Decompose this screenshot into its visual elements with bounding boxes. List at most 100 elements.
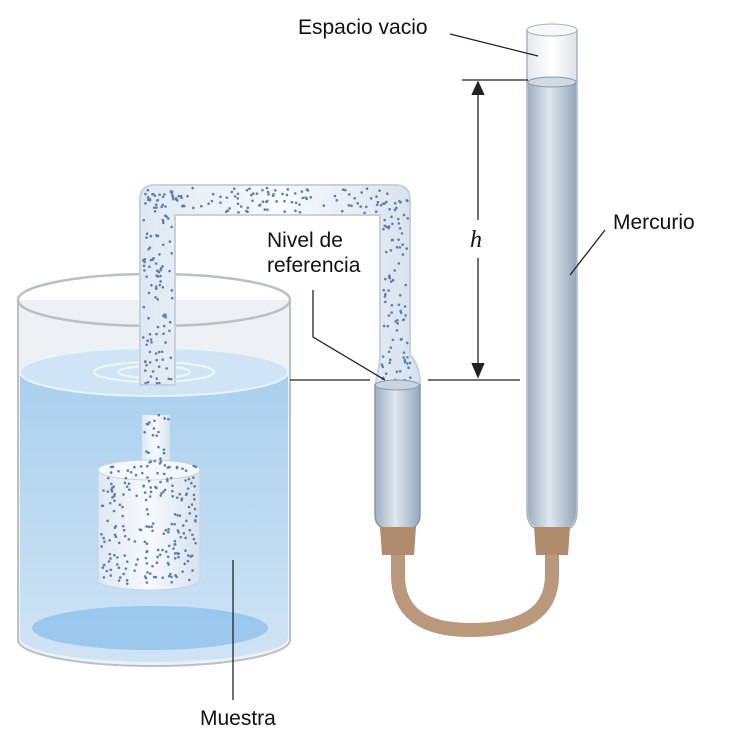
gas-particle: [186, 487, 190, 490]
gas-particle: [169, 377, 173, 381]
gas-particle: [146, 571, 149, 574]
gas-particle: [194, 541, 197, 545]
gas-particle: [397, 222, 401, 225]
gas-particle: [117, 469, 120, 473]
gas-particle: [144, 381, 147, 385]
gas-particle: [396, 217, 400, 221]
gas-particle: [397, 238, 400, 241]
gas-particle: [397, 262, 401, 265]
gas-particle: [108, 501, 112, 505]
gas-particle: [145, 562, 149, 565]
gas-particle: [155, 206, 158, 209]
gas-particle: [164, 316, 168, 319]
gas-particle: [211, 192, 215, 196]
gas-particle: [153, 419, 156, 423]
gas-particle: [159, 274, 162, 278]
gas-particle: [169, 190, 173, 193]
gas-particle: [397, 303, 401, 307]
gas-particle: [108, 539, 111, 542]
gas-particle: [162, 448, 166, 451]
gas-particle: [102, 489, 105, 492]
gas-particle: [113, 492, 117, 496]
gas-particle: [188, 512, 192, 515]
gas-particle: [124, 476, 128, 480]
gas-particle: [152, 427, 156, 430]
gas-particle: [375, 195, 378, 198]
gas-particle: [163, 464, 167, 467]
gas-particle: [187, 477, 191, 481]
gas-particle: [151, 529, 154, 533]
gas-particle: [191, 186, 194, 190]
gas-particle: [146, 512, 150, 516]
gas-particle: [171, 484, 174, 488]
gas-particle: [266, 208, 269, 211]
gas-particle: [144, 369, 147, 372]
gas-particle: [144, 556, 148, 560]
gas-particle: [360, 191, 364, 194]
left-manometer-arm: [374, 379, 421, 531]
gas-particle: [369, 197, 373, 200]
gas-particle: [114, 535, 118, 539]
height-label: h: [470, 227, 482, 253]
gas-particle: [154, 287, 158, 291]
gas-particle: [157, 413, 161, 417]
gas-particle: [376, 200, 380, 204]
gas-particle: [261, 200, 265, 204]
gas-particle: [386, 324, 390, 328]
gas-particle: [110, 490, 114, 493]
gas-particle: [154, 262, 158, 265]
gas-particle: [139, 465, 143, 468]
gas-particle: [175, 465, 179, 469]
gas-particle: [161, 576, 165, 579]
gas-particle: [178, 514, 182, 517]
gas-particle: [169, 476, 173, 480]
gas-particle: [142, 305, 146, 309]
gas-particle: [112, 485, 115, 489]
gas-particle: [245, 188, 249, 192]
gas-particle: [159, 280, 162, 283]
gas-particle: [403, 360, 407, 364]
gas-particle: [162, 221, 165, 225]
gas-particle: [109, 471, 113, 474]
gas-particle: [298, 210, 302, 214]
sample-cylinder: [97, 469, 201, 591]
gas-particle: [164, 205, 167, 208]
gas-particle: [385, 225, 389, 229]
gas-particle: [162, 332, 165, 336]
gas-particle: [153, 209, 157, 213]
gas-particle: [170, 575, 173, 579]
gas-particle: [239, 205, 243, 208]
gas-particle: [403, 358, 407, 362]
gas-particle: [129, 470, 133, 474]
gas-particle: [161, 285, 165, 289]
gas-particle: [402, 356, 406, 359]
gas-particle: [155, 358, 158, 362]
gas-particle: [154, 285, 158, 288]
gas-particle: [164, 550, 168, 553]
gas-particle: [335, 199, 339, 202]
gas-particle: [157, 430, 160, 434]
gas-particle: [285, 193, 289, 197]
gas-particle: [391, 338, 395, 342]
gas-particle: [343, 188, 347, 192]
gas-particle: [309, 195, 313, 199]
gas-particle: [182, 532, 186, 535]
gas-particle: [258, 204, 261, 207]
gas-particle: [187, 578, 191, 582]
gas-particle: [406, 362, 409, 365]
gas-particle: [148, 265, 151, 269]
gas-particle: [245, 209, 248, 213]
gas-particle: [406, 217, 410, 220]
gas-particle: [407, 366, 410, 370]
gas-particle: [185, 519, 188, 523]
gas-particle: [146, 380, 150, 384]
gas-particle: [125, 560, 129, 563]
gas-particle: [159, 480, 162, 484]
gas-particle: [176, 513, 179, 517]
gas-particle: [170, 289, 174, 292]
gas-particle: [150, 525, 153, 529]
gas-particle: [163, 313, 166, 316]
gas-particle: [159, 457, 162, 460]
gas-particle: [378, 189, 381, 192]
gas-particle: [156, 548, 160, 552]
